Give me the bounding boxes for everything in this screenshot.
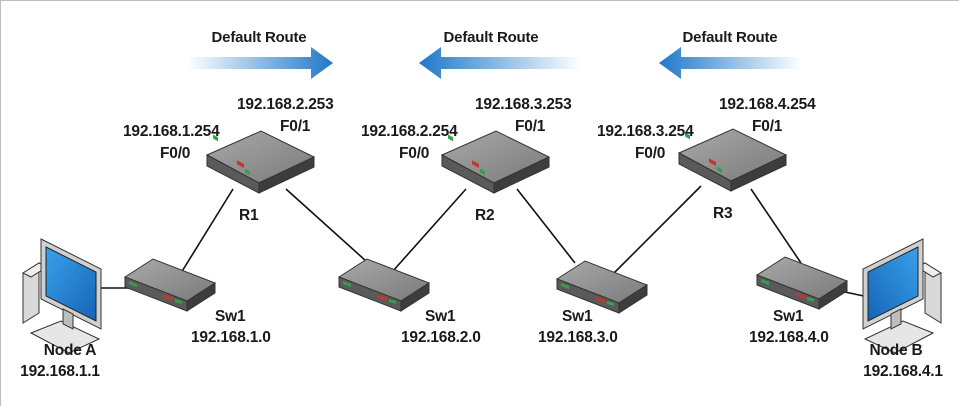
node-b-ip: 192.168.4.1 — [863, 363, 943, 380]
r3-ip-f00: 192.168.3.254 — [597, 123, 694, 140]
r1-name: R1 — [239, 207, 259, 224]
node-b-name: Node B — [869, 342, 923, 359]
switch-3 — [556, 260, 648, 314]
link-sw3-r3 — [610, 185, 702, 277]
r3-name: R3 — [713, 205, 733, 222]
link-r2-sw3 — [516, 188, 576, 264]
r1-port-f01: F0/1 — [280, 118, 311, 135]
router-r1 — [206, 130, 315, 194]
r2-name: R2 — [475, 207, 495, 224]
link-r1-sw2 — [285, 188, 367, 262]
sw4-network: 192.168.4.0 — [749, 329, 829, 346]
r1-port-f00: F0/0 — [160, 145, 191, 162]
sw1-name: Sw1 — [215, 308, 246, 325]
sw3-network: 192.168.3.0 — [538, 329, 618, 346]
switch-4 — [756, 256, 848, 310]
r1-ip-f00: 192.168.1.254 — [123, 123, 220, 140]
sw4-name: Sw1 — [773, 308, 804, 325]
r3-ip-f01: 192.168.4.254 — [719, 96, 816, 113]
arrow-label-right: Default Route — [682, 29, 778, 46]
r2-ip-f01: 192.168.3.253 — [475, 96, 572, 113]
arrow-label-middle: Default Route — [443, 29, 539, 46]
sw2-network: 192.168.2.0 — [401, 329, 481, 346]
sw2-name: Sw1 — [425, 308, 456, 325]
default-route-arrow-right — [187, 47, 333, 79]
sw1-network: 192.168.1.0 — [191, 329, 271, 346]
sw3-name: Sw1 — [562, 308, 593, 325]
r2-port-f00: F0/0 — [399, 145, 430, 162]
computer-node-b-icon — [862, 238, 942, 354]
router-r3 — [678, 128, 787, 192]
switch-1 — [124, 258, 216, 312]
node-a-name: Node A — [43, 342, 97, 359]
computer-node-a-icon — [22, 238, 102, 354]
switch-2 — [338, 258, 430, 312]
router-r2 — [441, 130, 550, 194]
r2-ip-f00: 192.168.2.254 — [361, 123, 458, 140]
link-r3-sw4 — [750, 188, 802, 264]
arrow-label-left: Default Route — [211, 29, 307, 46]
r2-port-f01: F0/1 — [515, 118, 546, 135]
default-route-arrow-left — [419, 47, 581, 79]
link-sw2-r2 — [392, 188, 467, 272]
r3-port-f01: F0/1 — [752, 118, 783, 135]
node-a-ip: 192.168.1.1 — [20, 363, 100, 380]
r1-ip-f01: 192.168.2.253 — [237, 96, 334, 113]
default-route-arrow-left — [659, 47, 801, 79]
link-sw1-r1 — [180, 188, 234, 274]
links — [96, 185, 888, 302]
r3-port-f00: F0/0 — [635, 145, 666, 162]
